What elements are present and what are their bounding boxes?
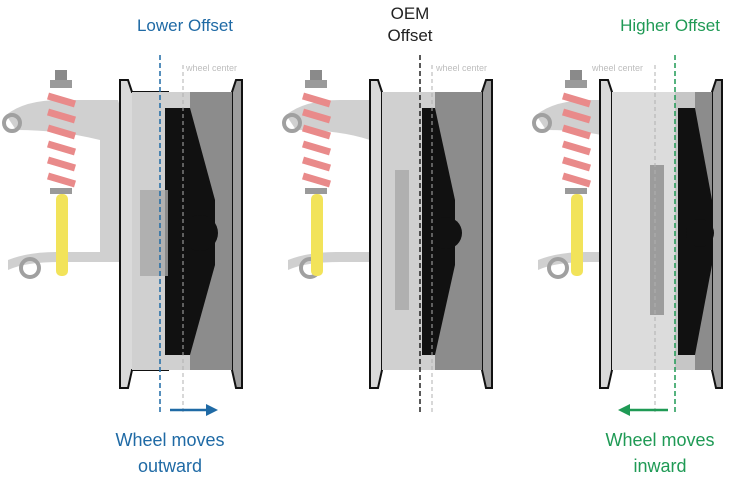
- title-line: OEM: [390, 4, 430, 23]
- title-line: Lower Offset: [136, 16, 234, 35]
- wheel-rim: [599, 79, 723, 389]
- panel-lower-offset: Lower Offset wheel center Wheel moves ou…: [0, 0, 250, 480]
- wheel-center-label: wheel center: [592, 63, 644, 73]
- outward-arrow-icon: [170, 404, 218, 416]
- wheel-center-label: wheel center: [436, 63, 488, 73]
- panel-title: OEM Offset: [355, 3, 465, 47]
- panel-title: Higher Offset: [595, 15, 745, 37]
- suspension-assembly: [2, 70, 136, 279]
- higher-offset-diagram: [532, 55, 723, 416]
- lower-offset-diagram: [2, 55, 243, 416]
- panel-oem-offset: OEM Offset wheel center: [250, 0, 500, 480]
- caption-line: inward: [633, 456, 687, 476]
- panel-title: Lower Offset: [110, 15, 260, 37]
- title-line: Higher Offset: [620, 16, 720, 35]
- wheel-rim: [369, 79, 493, 389]
- wheel-rim: [119, 79, 243, 389]
- wheel-center-label: wheel center: [186, 63, 238, 73]
- caption-line: outward: [137, 456, 203, 476]
- movement-caption: Wheel moves inward: [590, 427, 730, 479]
- caption-line: Wheel moves: [605, 430, 715, 450]
- panel-higher-offset: Higher Offset wheel center Wheel moves i…: [500, 0, 750, 480]
- movement-caption: Wheel moves outward: [100, 427, 240, 479]
- title-line: Offset: [387, 26, 433, 45]
- inward-arrow-icon: [618, 404, 668, 416]
- oem-offset-diagram: [282, 55, 493, 415]
- caption-line: Wheel moves: [115, 430, 225, 450]
